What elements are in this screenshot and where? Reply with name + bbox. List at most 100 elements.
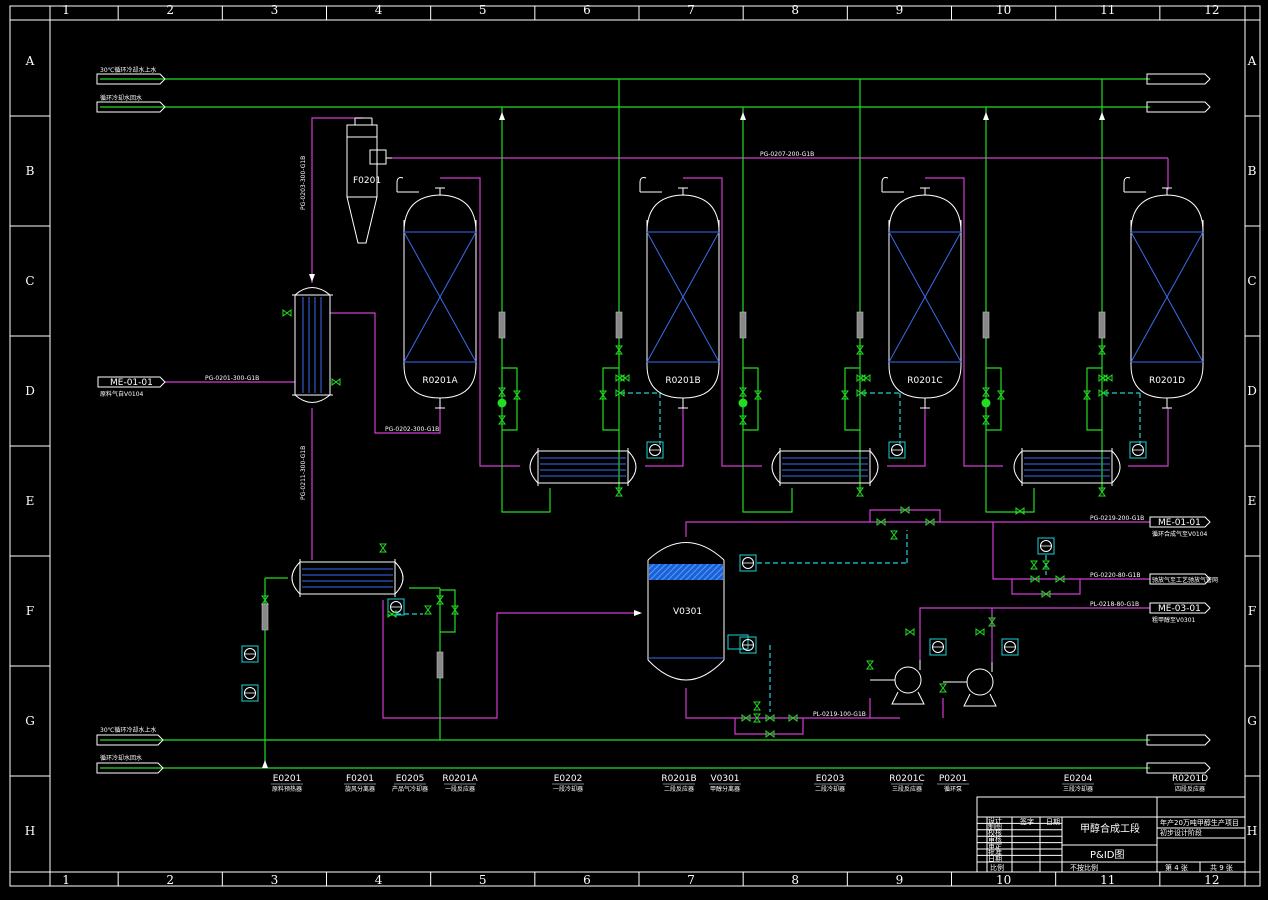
equipment-list-desc: 产品气冷却器 <box>392 785 428 793</box>
tb-proj2: 初步设计阶段 <box>1160 828 1202 837</box>
equipment-list-desc: 原料预热器 <box>272 785 302 793</box>
top-headers <box>96 73 1211 113</box>
gate-valve-icon <box>905 628 915 636</box>
instrument-indicator-icon <box>1037 537 1055 555</box>
gate-valve-icon <box>1055 575 1065 583</box>
equipment-list-desc: 甲醇分离器 <box>710 785 740 793</box>
reactor-r201d-tag: R0201D <box>1149 376 1185 386</box>
equipment-list-tag: R0201B <box>661 774 696 784</box>
out1-connector <box>1149 516 1211 614</box>
gate-valve-icon <box>513 390 521 400</box>
feed-connector-tag: ME-01-01 <box>110 378 153 388</box>
tb-row-label: 校核 <box>988 828 1002 837</box>
gate-valve-icon <box>765 714 775 722</box>
sight-glass-icon <box>1098 311 1106 339</box>
tb-proj1: 年产20万吨甲醇生产项目 <box>1160 818 1239 827</box>
gate-valve-icon <box>282 309 292 317</box>
sight-glass-icon <box>739 311 747 339</box>
bottom-return-label: 循环冷却水回水 <box>100 754 142 762</box>
tb-row-label: 日期 <box>988 855 1002 863</box>
row-label-G: G <box>1247 714 1257 728</box>
line-pg-e201: PG-0211-300-G1B <box>300 446 307 500</box>
feed-connector-desc: 原料气自V0104 <box>100 390 144 398</box>
tb-scale: 比例 <box>990 863 1004 872</box>
line-pg-right-mid: PG-0220-80-G1B <box>1090 572 1140 579</box>
col-label-8: 8 <box>791 873 799 887</box>
title-block <box>976 796 1246 873</box>
gate-valve-icon <box>1098 345 1106 355</box>
tb-total: 共 9 张 <box>1210 863 1233 872</box>
equipment-list-tag: P0201 <box>939 774 967 784</box>
equipment-list-tag: E0202 <box>554 774 583 784</box>
col-label-2: 2 <box>166 3 174 17</box>
gate-valve-icon <box>856 345 864 355</box>
equipment-list-tag: R0201A <box>442 774 478 784</box>
instrument-lines <box>396 392 1141 712</box>
reactor-r201d <box>1130 187 1204 409</box>
col-label-6: 6 <box>583 873 591 887</box>
instrument-indicator-icon <box>1129 441 1147 459</box>
line-pg-feed: PG-0201-300-G1B <box>205 375 259 382</box>
gate-valve-icon <box>866 660 874 670</box>
pressure-gauge-icon <box>881 177 904 193</box>
gate-valve-icon <box>615 389 625 397</box>
gate-valve-icon <box>331 378 341 386</box>
gate-valve-icon <box>900 506 910 514</box>
gate-valve-icon <box>939 683 947 693</box>
gate-valve-icon <box>754 390 762 400</box>
line-pg-top: PG-0207-200-G1B <box>760 151 814 158</box>
instrument-indicator-icon <box>646 441 664 459</box>
gate-valve-icon <box>739 415 747 425</box>
bottom-supply-label: 30℃循环冷却水上水 <box>100 726 156 734</box>
instrument-indicator-icon <box>739 554 757 572</box>
cyclone-f201 <box>346 117 392 244</box>
separator-v301 <box>647 542 749 681</box>
col-label-7: 7 <box>687 873 695 887</box>
control-valve-icon <box>497 398 507 408</box>
gate-valve-icon <box>876 518 886 526</box>
equipment-list-tag: E0205 <box>396 774 425 784</box>
feed-connector <box>97 376 166 388</box>
col-label-12: 12 <box>1204 873 1219 887</box>
top-supply-label: 30℃循环冷却水上水 <box>100 66 156 74</box>
gate-valve-icon <box>387 610 397 618</box>
tb-row-label: 制图 <box>988 822 1002 831</box>
instrument-indicator-icon <box>888 441 906 459</box>
row-label-E: E <box>26 494 35 508</box>
flow-arrow-icon <box>309 274 315 282</box>
gate-valve-icon <box>861 374 871 382</box>
tb-h-date: 日期 <box>1046 818 1060 826</box>
gate-valve-icon <box>856 487 864 497</box>
equipment-list-desc: 二段冷却器 <box>815 785 845 793</box>
sight-glass-icon <box>498 311 506 339</box>
col-label-8: 8 <box>791 3 799 17</box>
instrument-indicator-icon <box>929 638 947 656</box>
pump-p0201a <box>870 660 925 705</box>
gate-valve-icon <box>1098 487 1106 497</box>
equipment-list-desc: 三段反应器 <box>892 785 922 793</box>
equipment-list-desc: 旋风分离器 <box>345 785 375 793</box>
out1-connector-desc: 循环合成气至V0104 <box>1152 530 1208 538</box>
tb-title1: 甲醇合成工段 <box>1080 822 1140 835</box>
tb-row-label: 审核 <box>988 835 1002 844</box>
gate-valve-icon <box>498 387 506 397</box>
pressure-gauge-icon <box>1123 177 1146 193</box>
flow-arrow-icon <box>634 610 642 616</box>
pressure-gauge-icon <box>639 177 662 193</box>
col-label-11: 11 <box>1100 3 1115 17</box>
reactor-r201b <box>646 187 720 409</box>
line-pg-right-top: PG-0219-200-G1B <box>1090 515 1144 522</box>
gate-valve-icon <box>1030 575 1040 583</box>
exchanger-e0205 <box>292 287 333 403</box>
col-label-10: 10 <box>996 3 1011 17</box>
reactor-r201c-tag: R0201C <box>907 376 942 386</box>
col-label-9: 9 <box>896 873 904 887</box>
equipment-list-tag: V0301 <box>710 774 739 784</box>
equipment-list-desc: 二段反应器 <box>664 785 694 793</box>
equipment-list-desc: 四段反应器 <box>1175 785 1205 793</box>
row-label-C: C <box>25 274 34 288</box>
gate-valve-icon <box>615 345 623 355</box>
tb-unit: 不按比例 <box>1070 863 1098 872</box>
row-label-A: A <box>25 54 35 68</box>
